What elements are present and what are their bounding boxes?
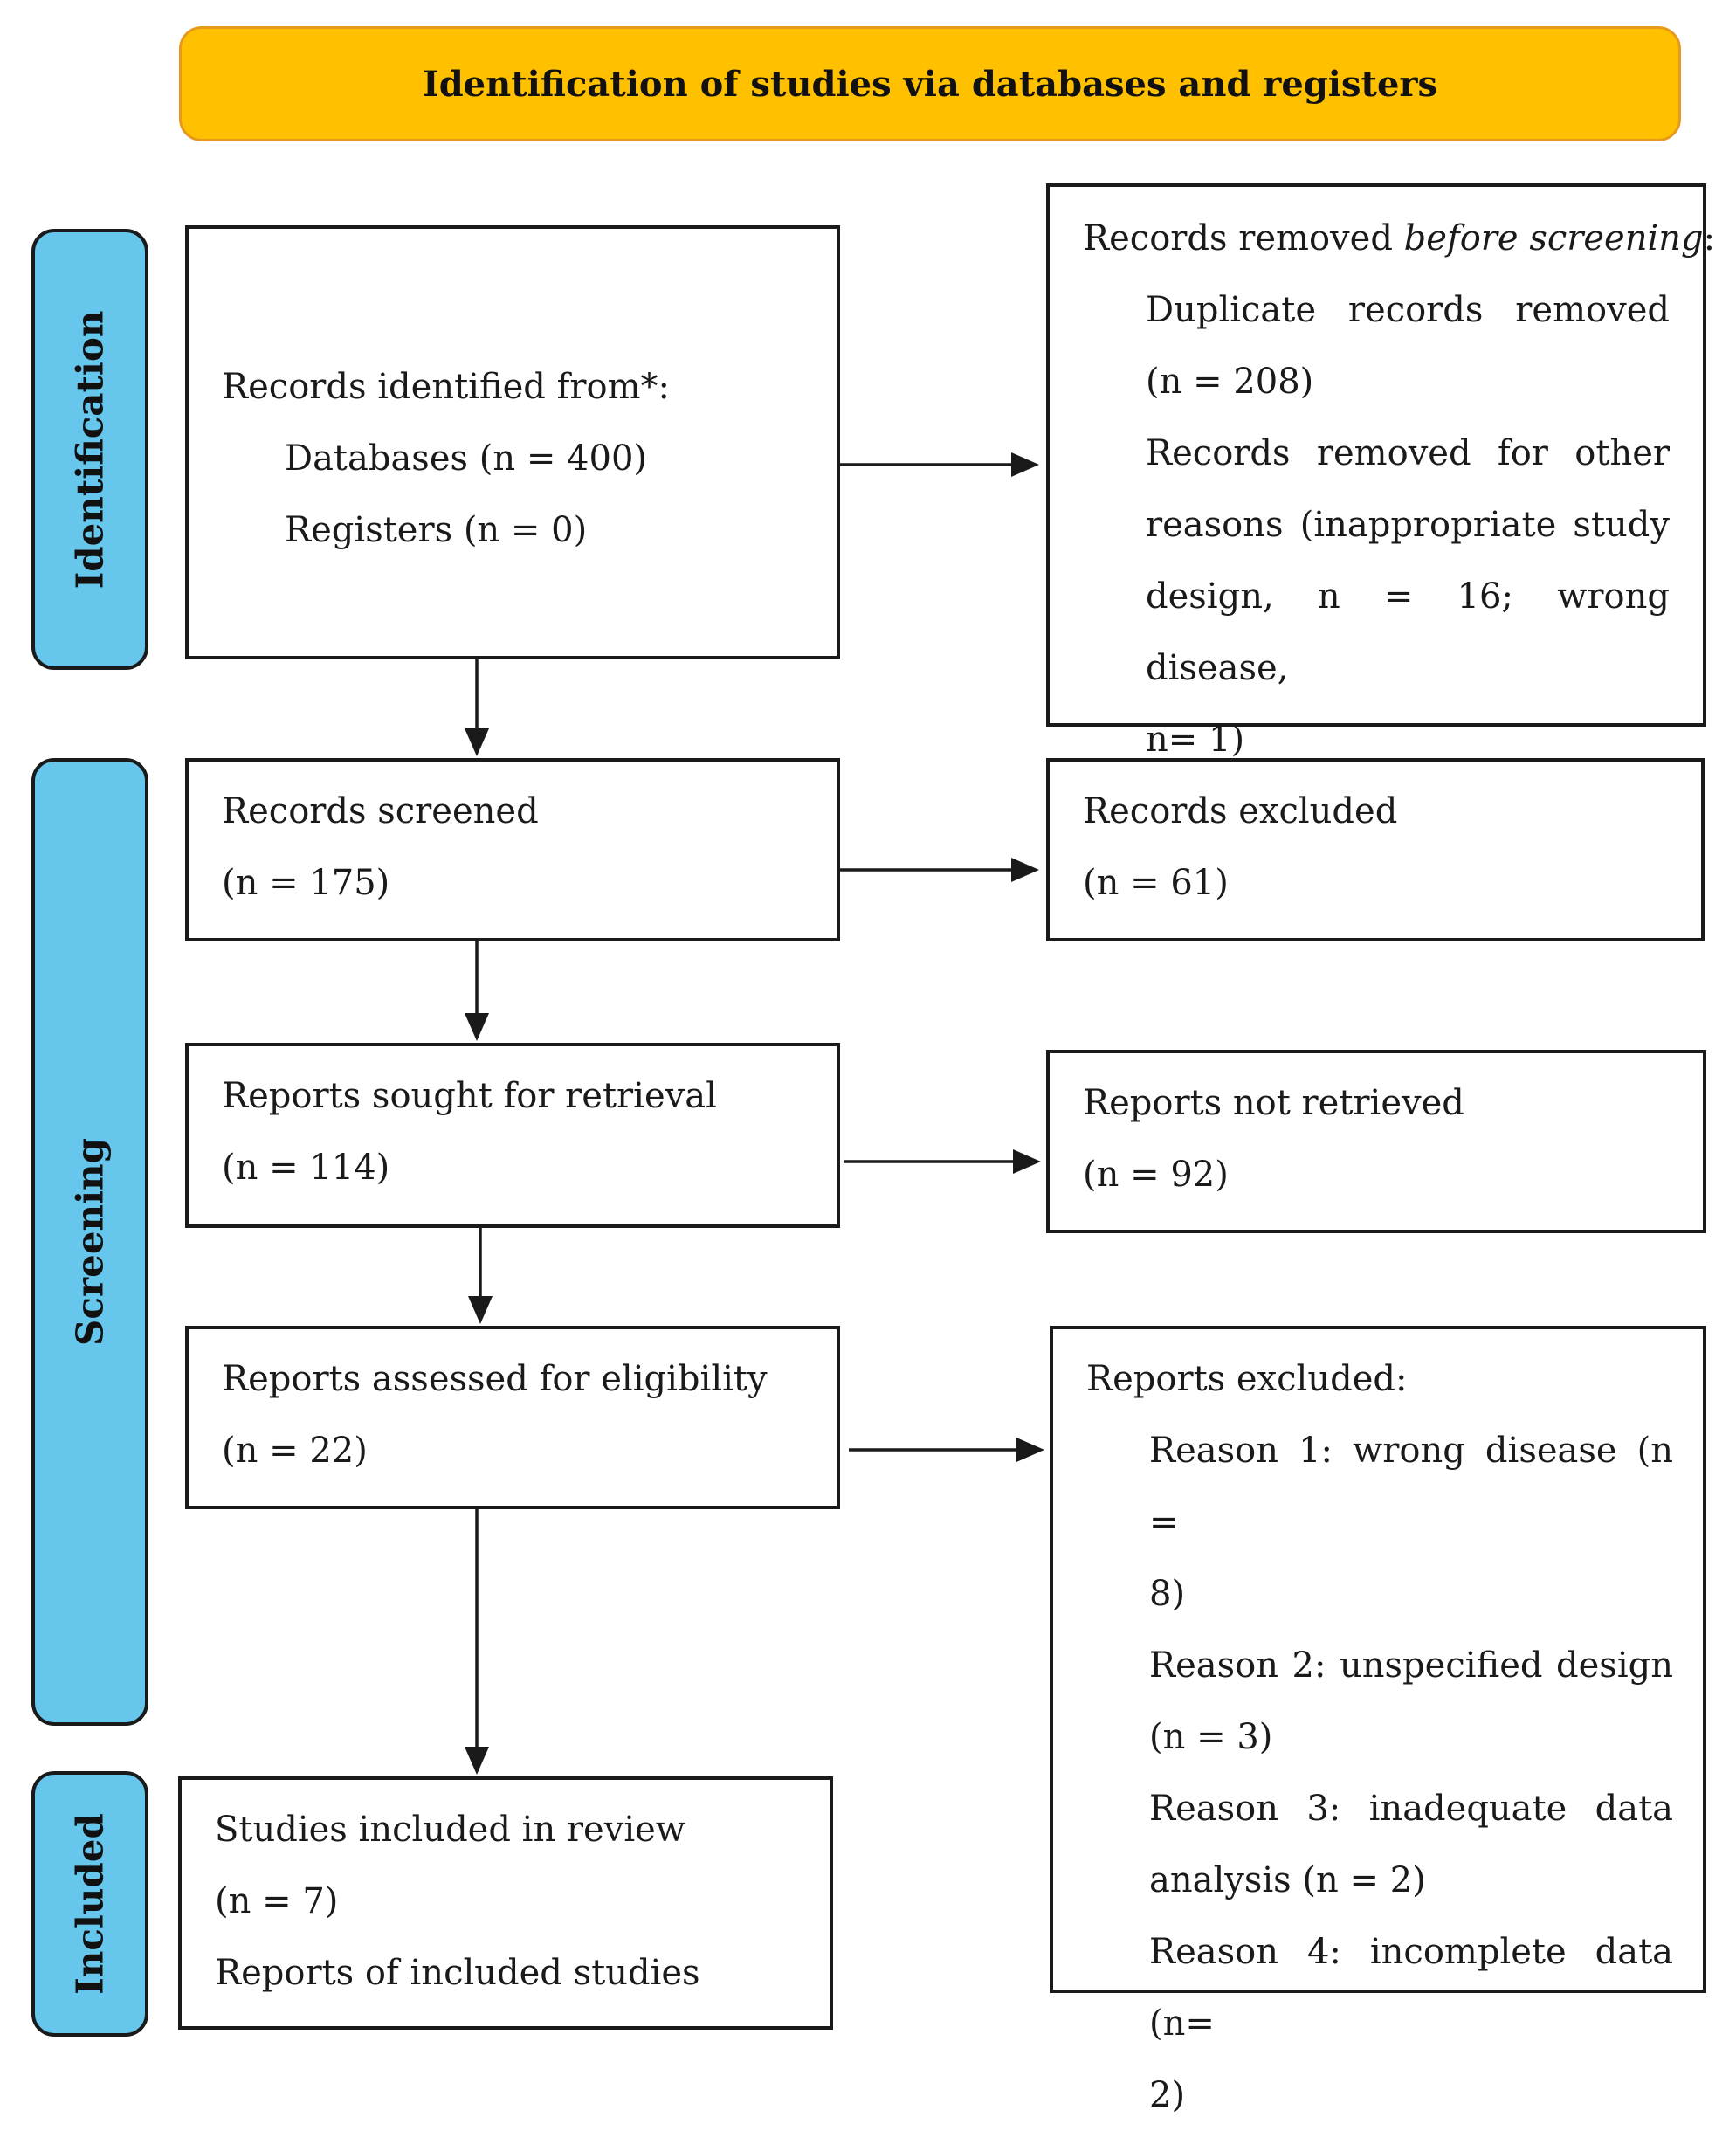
studies-included-box: Studies included in review (n = 7) Repor… [178,1776,833,2030]
phase-screening: Screening [31,758,148,1726]
reports-excluded-box: Reports excluded: Reason 1: wrong diseas… [1050,1326,1706,2115]
records-removed-title: Records removed before screening: [1083,203,1715,274]
arrowhead-identified-to-removed [1011,452,1039,477]
reports-sought-box: Reports sought for retrieval (n = 114) [185,1043,840,1228]
duplicate-records-line1: Duplicate records removed [1146,290,1670,330]
phase-identification: Identification [31,229,148,670]
reports-not-retrieved-box: Reports not retrieved (n = 92) [1046,1050,1706,1233]
registers-count: Registers (n = 0) [285,510,588,550]
reason4-line2: 2) [1149,2075,1186,2115]
arrowhead-screened-to-excluded [1011,858,1039,882]
reason2-line2: (n = 3) [1149,1717,1273,1757]
records-screened-box: Records screened (n = 175) [185,758,840,941]
reports-sought-count: (n = 114) [222,1148,390,1188]
records-identified-title: Records identified from*: [222,367,671,407]
header-title: Identification of studies via databases … [422,63,1438,105]
records-excluded-box: Records excluded (n = 61) [1046,758,1705,941]
header-banner: Identification of studies via databases … [179,26,1681,141]
other-removed-line4: n= 1) [1146,720,1245,760]
reason1-line2: 8) [1149,1574,1186,1614]
arrowhead-sought-to-not-retrieved [1013,1149,1041,1174]
other-removed-line2: reasons (inappropriate study [1146,505,1670,545]
reports-not-retrieved-count: (n = 92) [1083,1155,1229,1195]
reason4-line1: Reason 4: incomplete data (n= [1149,1932,1673,2044]
reports-of-included-studies: Reports of included studies [215,1953,700,1993]
reason2-line1: Reason 2: unspecified design [1149,1645,1673,1686]
arrowhead-assessed-to-reports-excluded [1016,1438,1044,1462]
records-screened-count: (n = 175) [222,863,390,903]
records-removed-title-prefix: Records removed [1083,218,1404,259]
arrowhead-screened-to-sought [465,1013,489,1041]
arrowhead-assessed-to-included [465,1747,489,1775]
reports-assessed-count: (n = 22) [222,1431,368,1471]
records-screened-title: Records screened [222,791,539,831]
records-excluded-count: (n = 61) [1083,863,1229,903]
reason1-line1: Reason 1: wrong disease (n = [1149,1431,1673,1542]
reports-assessed-box: Reports assessed for eligibility (n = 22… [185,1326,840,1509]
records-removed-box: Records removed before screening: Duplic… [1046,183,1715,760]
reason3-line2: analysis (n = 2) [1149,1860,1426,1900]
duplicate-records-line2: (n = 208) [1146,362,1314,402]
flow-arrows [465,452,1044,1775]
arrowhead-identified-to-screened [465,728,489,756]
other-removed-line1: Records removed for other [1146,433,1670,473]
reports-excluded-title: Reports excluded: [1086,1359,1408,1399]
reason3-line1: Reason 3: inadequate data [1149,1789,1673,1829]
records-removed-title-suffix: : [1703,218,1716,259]
reports-sought-title: Reports sought for retrieval [222,1076,717,1116]
arrowhead-sought-to-assessed [468,1296,493,1324]
records-excluded-title: Records excluded [1083,791,1398,831]
records-identified-box: Records identified from*: Databases (n =… [185,225,840,659]
studies-included-count: (n = 7) [215,1881,339,1921]
studies-included-title: Studies included in review [215,1810,686,1850]
reports-not-retrieved-title: Reports not retrieved [1083,1083,1464,1123]
records-removed-title-italic: before screening [1403,218,1704,259]
other-removed-line3: design, n = 16; wrong disease, [1146,576,1670,688]
databases-count: Databases (n = 400) [285,438,647,479]
phase-included: Included [31,1771,148,2037]
reports-assessed-title: Reports assessed for eligibility [222,1359,768,1399]
